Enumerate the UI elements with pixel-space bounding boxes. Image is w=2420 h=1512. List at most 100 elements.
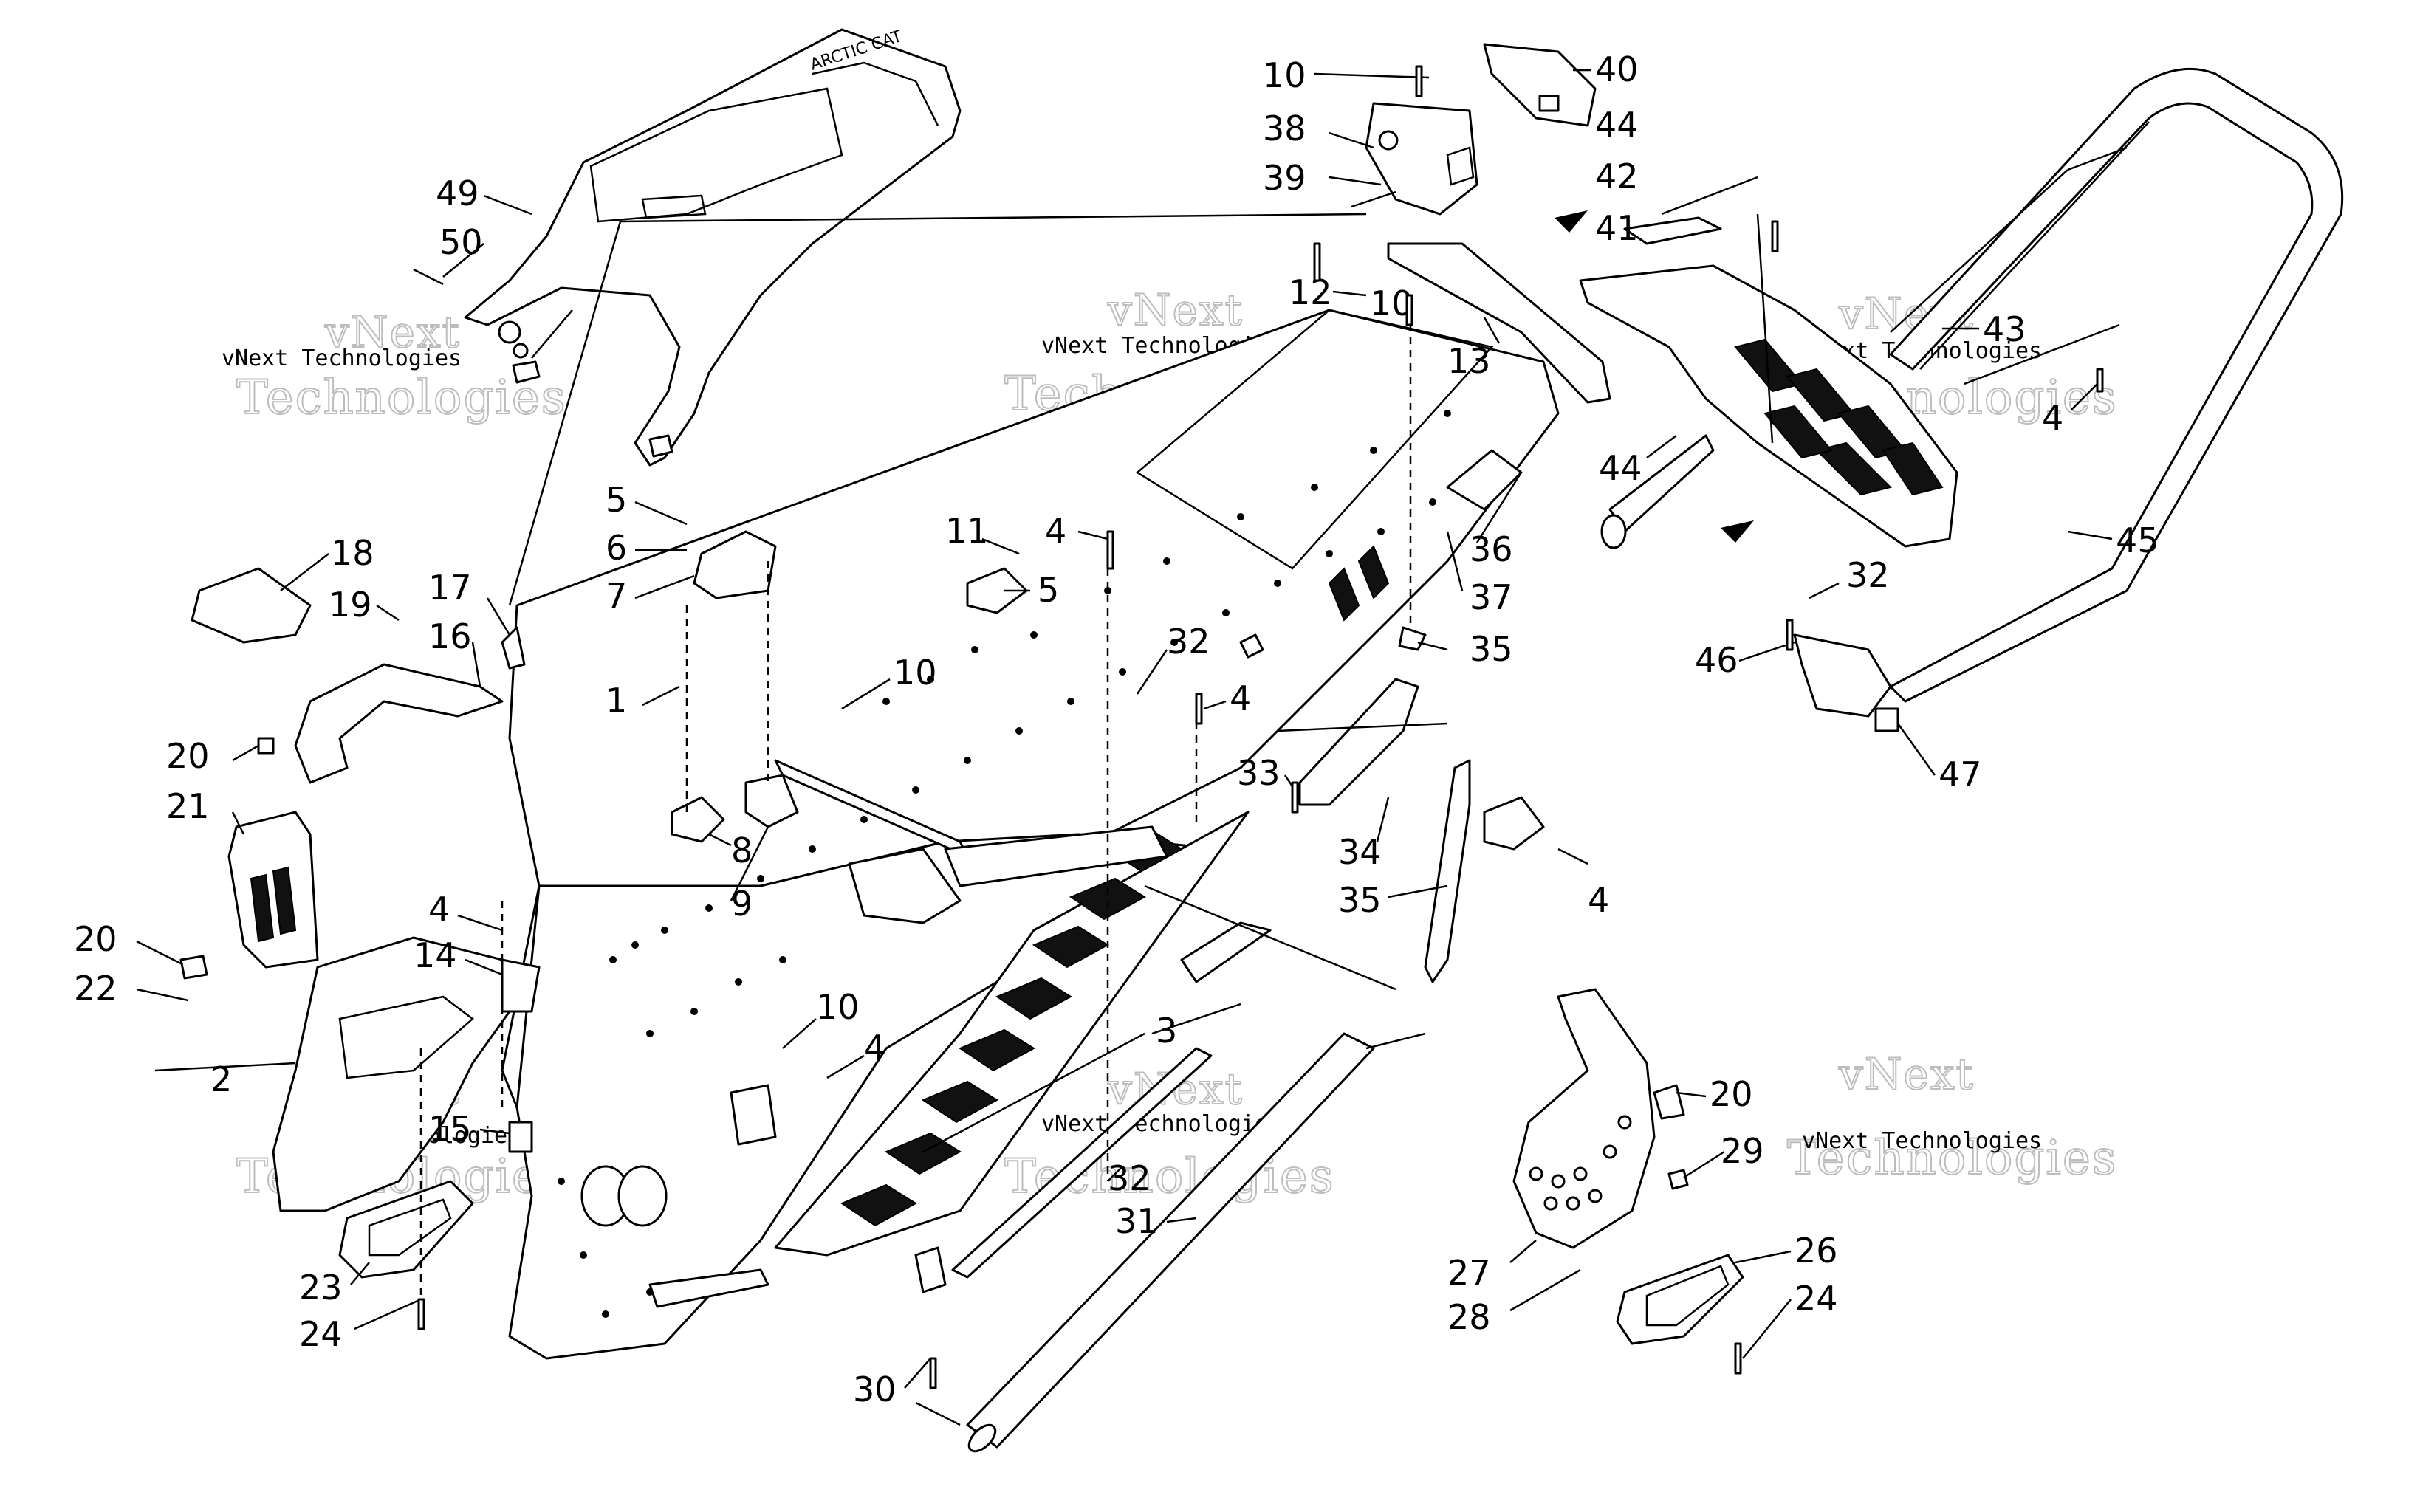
washer-50	[512, 360, 541, 384]
callout-11: 11	[945, 511, 989, 551]
decal-stripe	[1328, 567, 1360, 622]
grommet-9	[744, 774, 799, 828]
callout-32: 32	[1167, 622, 1210, 662]
nut-47	[1874, 707, 1899, 732]
strap-42	[1623, 216, 1722, 245]
rear-bumper-45	[1793, 67, 2344, 732]
bolt-28	[1667, 1169, 1689, 1190]
bolt	[1291, 781, 1299, 814]
cover-18	[191, 567, 312, 644]
bolt	[1734, 1342, 1742, 1375]
latch-cover-40	[1483, 43, 1597, 127]
grommet-8	[671, 796, 725, 843]
callout-24: 24	[299, 1314, 343, 1354]
watermark-seat: vNext Technologies vNext Technologies	[222, 306, 567, 426]
side-panel-cutout	[617, 1165, 668, 1227]
latch-housing-39	[1365, 102, 1478, 216]
nut-20	[1653, 1084, 1685, 1120]
nut-20	[179, 955, 208, 980]
callout-29: 30	[853, 1370, 897, 1409]
callout-47: 47	[1939, 755, 1982, 794]
bolt	[1786, 619, 1794, 651]
callout-35: 35	[1470, 629, 1513, 669]
watermark-brand: Technologies	[236, 371, 567, 425]
snowflap-assembly	[1579, 216, 1958, 549]
watermark-brand: Technologies	[1787, 1131, 2118, 1186]
latch-window	[1446, 146, 1475, 186]
callout-27: 28	[1447, 1297, 1491, 1337]
bar-44-end	[1600, 514, 1627, 549]
callout-24: 24	[1795, 1279, 1838, 1319]
running-board	[774, 811, 1250, 1257]
bracket-cutout	[338, 995, 474, 1079]
plate-21	[227, 811, 319, 969]
watermark-brand: vNext	[1107, 285, 1244, 335]
grommet-5	[966, 567, 1028, 614]
cup-23	[338, 1180, 474, 1279]
decal-stripe	[1357, 545, 1390, 599]
callout-10: 10	[816, 987, 860, 1027]
callout-32: 33	[1237, 753, 1281, 793]
tunnel-rear-opening	[1135, 309, 1494, 570]
callout-43: 43	[1983, 309, 2026, 349]
seat-assembly: ARCTIC CAT	[464, 27, 962, 467]
tunnel-side-left	[508, 833, 1220, 1360]
watermark-brand: vNext	[324, 307, 461, 357]
leader-lines	[154, 146, 2128, 1426]
latch-assembly	[1365, 43, 1597, 216]
seat-top-panel	[589, 87, 843, 223]
callout-31: 32	[1108, 1158, 1151, 1198]
callout-5: 5	[1038, 570, 1059, 610]
callout-9: 9	[731, 884, 753, 924]
callout-23: 23	[299, 1268, 343, 1307]
callout-3: 3	[1156, 1011, 1177, 1051]
callout-2: 2	[210, 1059, 232, 1099]
cup-25-inner	[1645, 1265, 1730, 1327]
callout-4: 4	[1588, 880, 1609, 920]
callout-20: 20	[1710, 1074, 1753, 1114]
arrow-icon	[1555, 210, 1588, 233]
bracket-35	[1398, 626, 1427, 651]
callout-4: 4	[428, 890, 450, 929]
side-panel-window	[730, 1084, 777, 1146]
callout-40: 40	[1595, 49, 1639, 89]
callout-16: 16	[428, 616, 472, 656]
nut-20	[257, 737, 275, 755]
callout-41: 41	[1595, 208, 1639, 248]
pin-49	[413, 268, 444, 286]
callout-10: 10	[1263, 55, 1306, 95]
latch-tab	[1538, 94, 1560, 112]
callout-46: 46	[1695, 640, 1738, 680]
callout-18: 18	[331, 533, 374, 573]
callout-34: 35	[1338, 880, 1382, 920]
watermark-caption: vNext Technologies	[1802, 1128, 2042, 1154]
bolt	[1771, 220, 1779, 252]
bumper-assembly	[914, 1032, 1375, 1453]
side-panel-slot	[648, 1268, 769, 1308]
bolt	[2096, 368, 2104, 393]
callout-32: 32	[1846, 555, 1890, 595]
seat-bolt-hole	[513, 343, 529, 359]
callout-4: 4	[864, 1028, 885, 1068]
callout-44: 44	[1595, 105, 1639, 145]
bracket-14	[501, 958, 541, 1013]
cup-23-inner	[368, 1198, 452, 1257]
callout-5: 5	[606, 480, 627, 520]
callout-7: 7	[606, 576, 627, 616]
callout-45: 45	[2116, 520, 2159, 560]
front-bracket-2	[272, 936, 511, 1212]
bolt	[1195, 693, 1203, 725]
seat-edge	[812, 61, 939, 126]
footrest-plate	[1512, 988, 1656, 1249]
callout-4: 4	[1045, 511, 1066, 551]
tunnel-inlet	[848, 848, 962, 924]
flap-ribs	[1734, 338, 1944, 496]
bolt-15	[508, 1121, 533, 1153]
bumper-holes	[1919, 121, 2150, 370]
callout-19: 19	[329, 585, 372, 625]
callout-33: 34	[1338, 832, 1382, 872]
tunnel-holes	[558, 410, 1451, 1318]
callout-22: 22	[74, 969, 117, 1008]
callout-30: 31	[1115, 1201, 1159, 1241]
